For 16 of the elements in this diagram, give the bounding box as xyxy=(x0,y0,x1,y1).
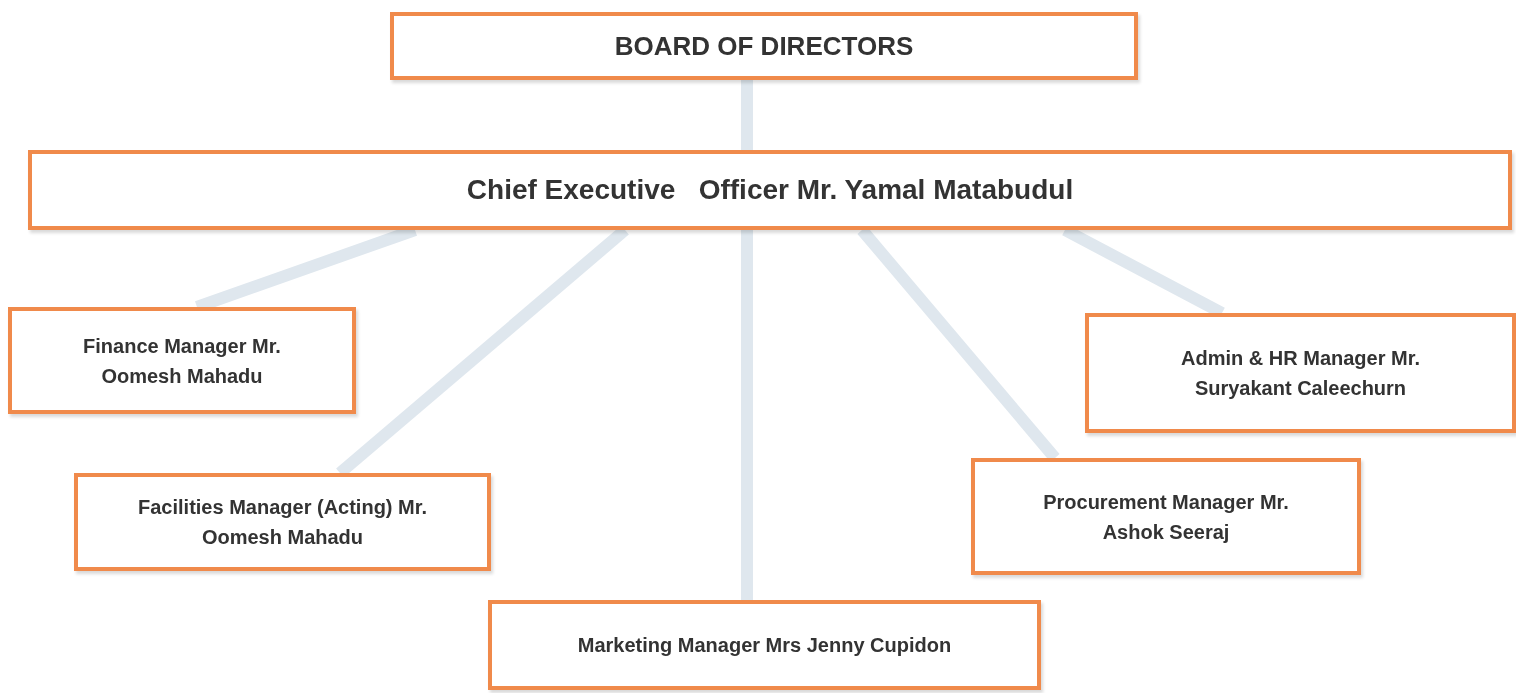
org-box xyxy=(28,150,1512,230)
role-text: Marketing Manager Mrs Jenny Cupidon xyxy=(577,633,952,658)
org-box xyxy=(971,458,1361,575)
role-text: Finance Manager Mr. Oomesh Mahadu xyxy=(82,333,282,389)
role-text: Procurement Manager Mr. Ashok Seeraj xyxy=(1042,489,1290,545)
org-box xyxy=(488,600,1041,690)
role-text: Facilities Manager (Acting) Mr. Oomesh Mahadu xyxy=(137,495,428,550)
org-box xyxy=(8,307,356,414)
connector-line xyxy=(741,80,753,150)
role-text: Chief Executive Officer Mr. Yamal Matabudul xyxy=(466,173,1074,207)
org-box xyxy=(390,12,1138,80)
org-box xyxy=(74,473,491,571)
role-text: BOARD OF DIRECTORS xyxy=(614,29,914,63)
org-box xyxy=(1085,313,1516,433)
role-text: Admin & HR Manager Mr. Suryakant Caleechurn xyxy=(1180,346,1421,401)
connector-line xyxy=(741,230,753,600)
